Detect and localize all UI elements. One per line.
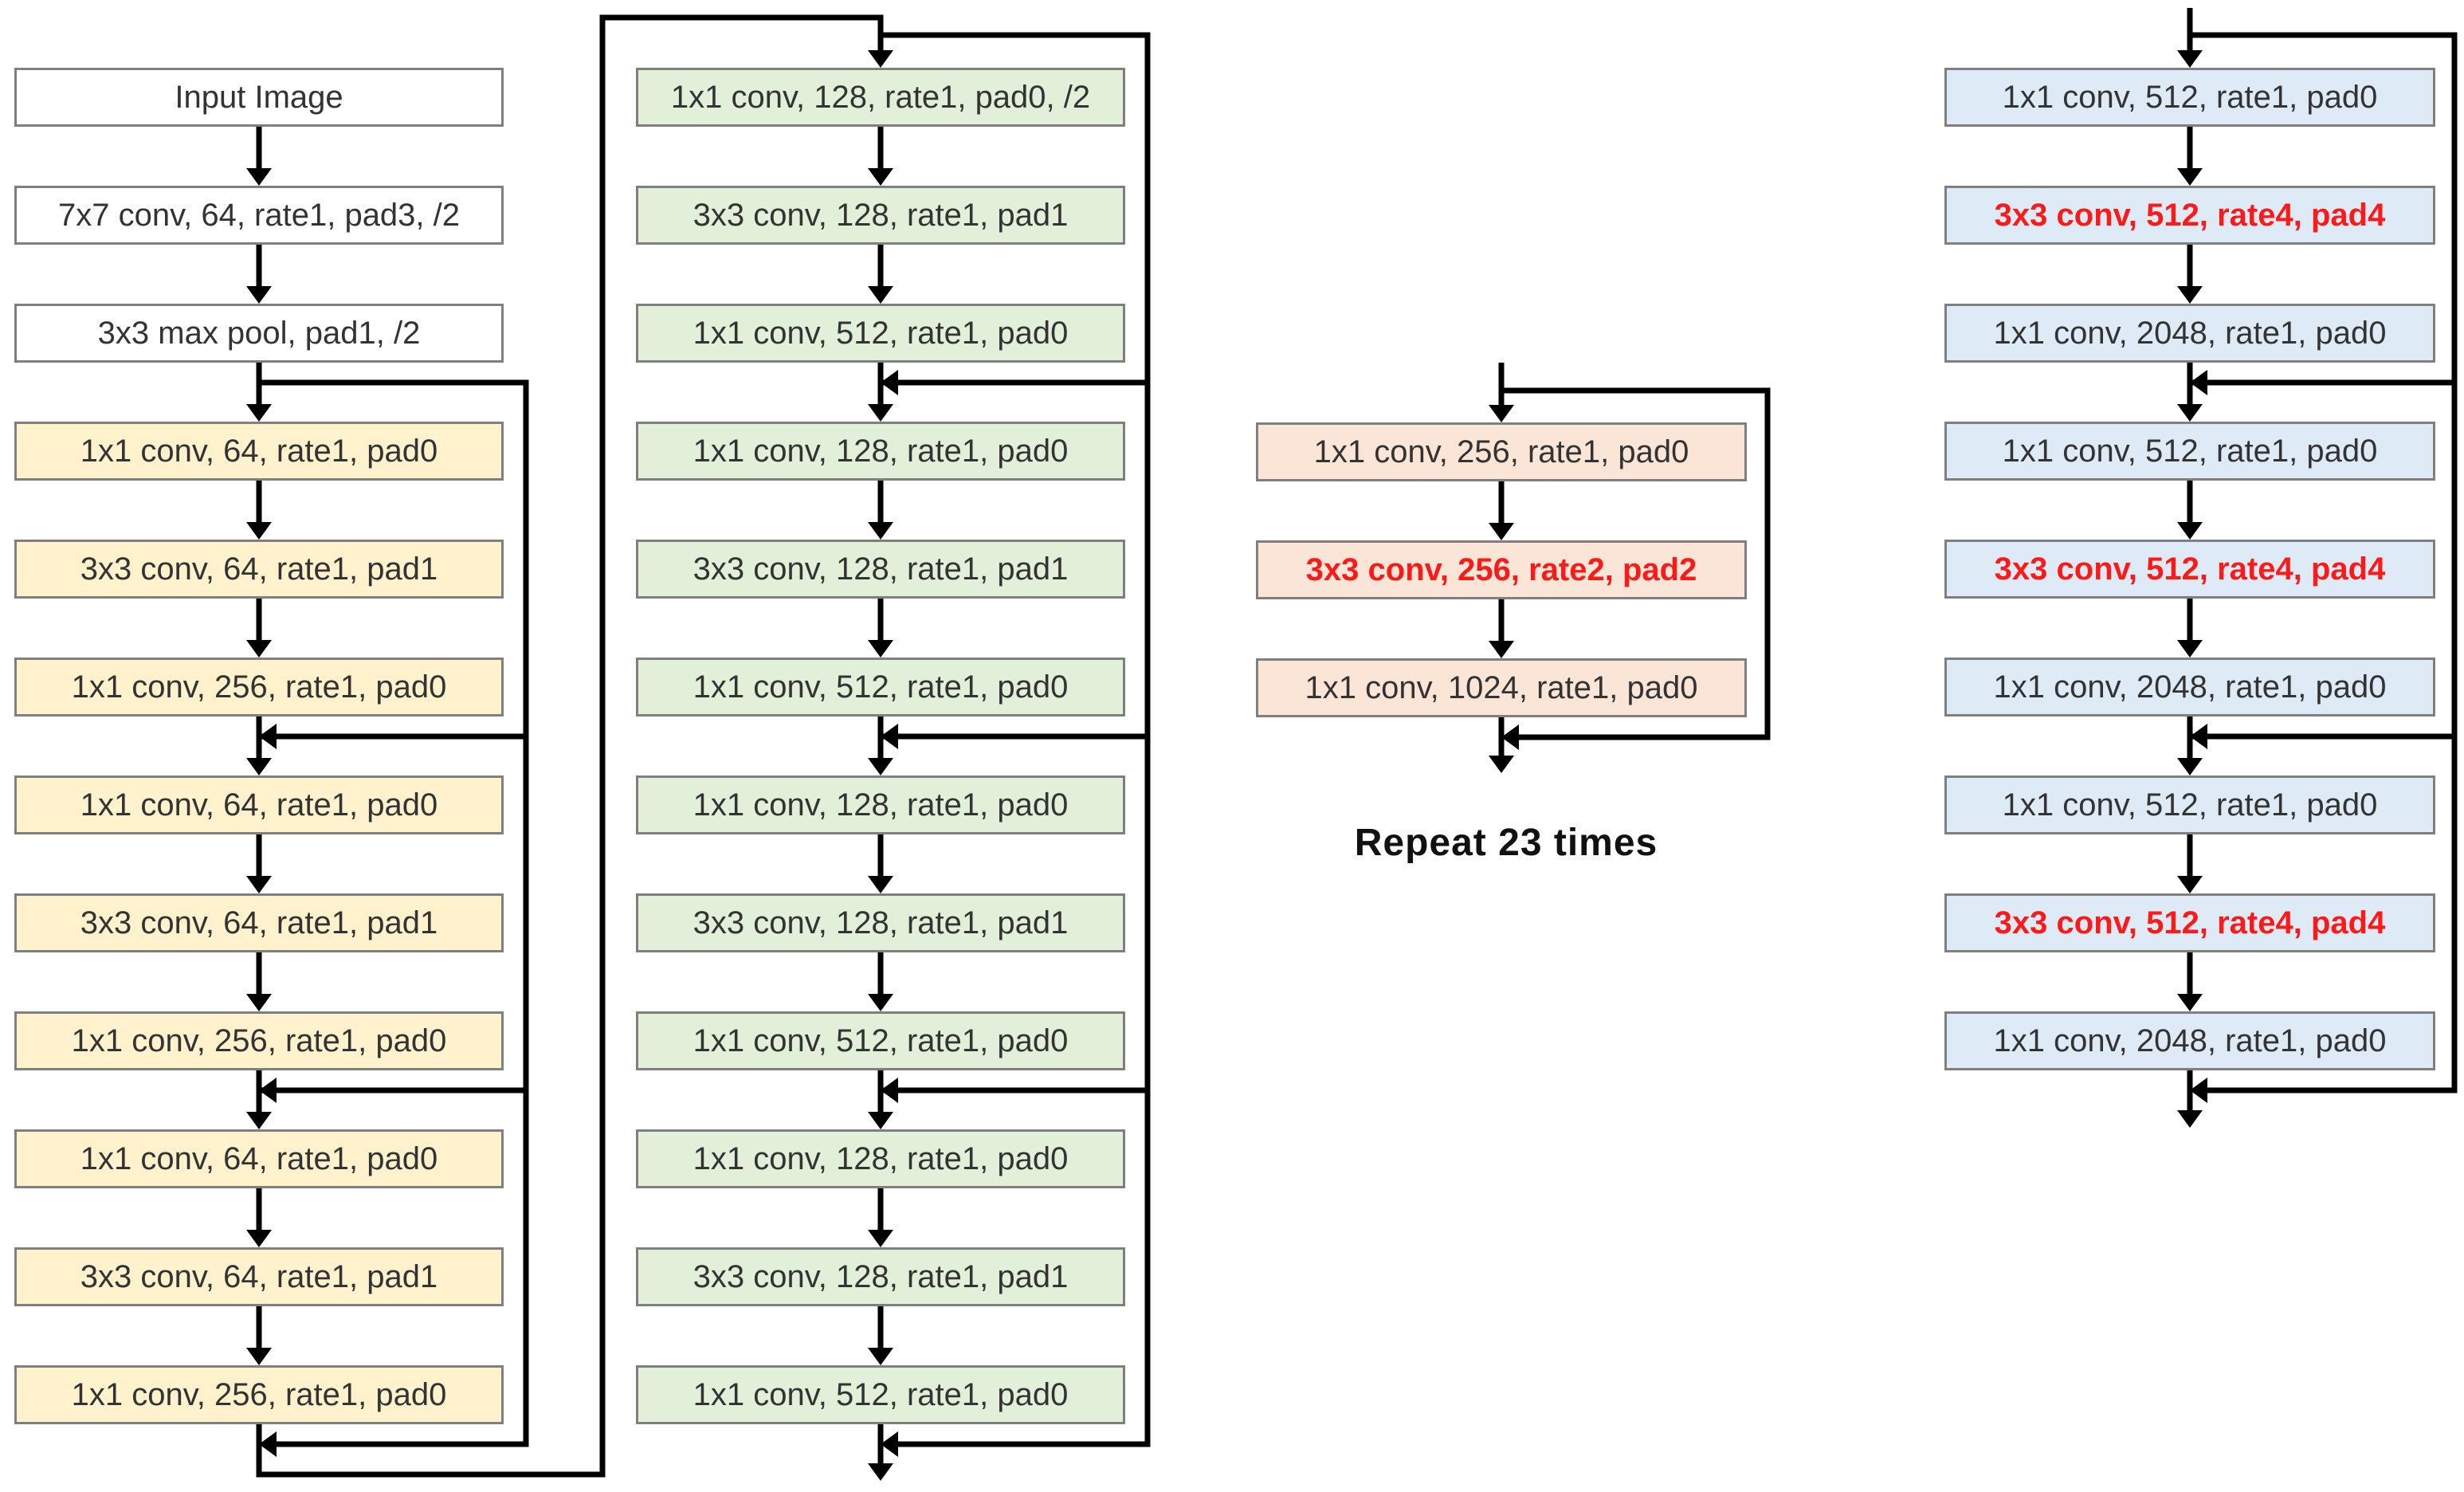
flow-arrow-head	[2177, 404, 2203, 422]
flow-arrow-head	[868, 1230, 893, 1247]
layer-box: 1x1 conv, 128, rate1, pad0	[636, 422, 1125, 481]
skip-connection	[1501, 387, 1771, 740]
flow-arrow-head	[2177, 286, 2203, 304]
layer-box: 1x1 conv, 256, rate1, pad0	[14, 1365, 504, 1424]
flow-arrow-head	[2177, 640, 2203, 658]
flow-arrow-head	[246, 758, 272, 775]
output-arrow-head	[2177, 1110, 2203, 1128]
skip-connection	[259, 1087, 529, 1447]
layer-box: 1x1 conv, 2048, rate1, pad0	[1944, 304, 2435, 363]
layer-box: 3x3 conv, 256, rate2, pad2	[1256, 540, 1747, 599]
flow-arrow-head	[868, 640, 893, 658]
flow-arrow-head	[246, 876, 272, 893]
layer-box: 3x3 conv, 512, rate4, pad4	[1944, 540, 2435, 599]
layer-box: 3x3 conv, 64, rate1, pad1	[14, 1247, 504, 1306]
flow-arrow-head	[2177, 168, 2203, 186]
layer-box: 3x3 conv, 128, rate1, pad1	[636, 1247, 1125, 1306]
layer-box: 1x1 conv, 512, rate1, pad0	[636, 1365, 1125, 1424]
column-connector-head	[868, 50, 893, 68]
flow-arrow-head	[868, 286, 893, 304]
skip-connection	[881, 1087, 1151, 1447]
flow-arrow-head	[2177, 522, 2203, 540]
flow-arrow-head	[246, 994, 272, 1011]
layer-box: 1x1 conv, 2048, rate1, pad0	[1944, 658, 2435, 717]
output-arrow-head	[868, 1463, 893, 1481]
layer-box: 1x1 conv, 128, rate1, pad0, /2	[636, 68, 1125, 127]
layer-box: 3x3 max pool, pad1, /2	[14, 304, 504, 363]
flow-arrow-head	[868, 758, 893, 775]
flow-arrow-head	[246, 404, 272, 422]
flow-arrow-head	[246, 1348, 272, 1365]
input-arrow-head	[1489, 405, 1514, 422]
flow-arrow-head	[868, 522, 893, 540]
flow-arrow-head	[246, 286, 272, 304]
flow-arrow-head	[1489, 523, 1514, 540]
layer-box: 1x1 conv, 512, rate1, pad0	[636, 1011, 1125, 1070]
flow-arrow-head	[246, 168, 272, 186]
layer-box: 1x1 conv, 256, rate1, pad0	[14, 658, 504, 717]
flow-arrow-head	[246, 1112, 272, 1129]
skip-connection	[2190, 733, 2458, 1093]
layer-box: 3x3 conv, 64, rate1, pad1	[14, 540, 504, 599]
skip-connection-head	[881, 1431, 898, 1457]
flow-arrow-head	[868, 1348, 893, 1365]
layer-box: 1x1 conv, 512, rate1, pad0	[1944, 775, 2435, 834]
flow-arrow-head	[868, 404, 893, 422]
layer-box: 1x1 conv, 512, rate1, pad0	[1944, 68, 2435, 127]
flow-arrow-head	[246, 1230, 272, 1247]
flow-arrow-head	[868, 876, 893, 893]
repeat-label: Repeat 23 times	[1354, 822, 1658, 864]
input-arrow-head	[2177, 50, 2203, 68]
output-arrow-head	[1489, 756, 1514, 773]
flow-arrow-head	[2177, 876, 2203, 893]
layer-box: 7x7 conv, 64, rate1, pad3, /2	[14, 186, 504, 245]
layer-box: 1x1 conv, 256, rate1, pad0	[14, 1011, 504, 1070]
layer-box: 1x1 conv, 256, rate1, pad0	[1256, 422, 1747, 481]
layer-box: 1x1 conv, 64, rate1, pad0	[14, 422, 504, 481]
flow-arrow-head	[246, 522, 272, 540]
layer-box: 1x1 conv, 2048, rate1, pad0	[1944, 1011, 2435, 1070]
flow-arrow-head	[868, 168, 893, 186]
layer-box: 1x1 conv, 64, rate1, pad0	[14, 775, 504, 834]
skip-connection-head	[1501, 724, 1519, 750]
layer-box: 3x3 conv, 128, rate1, pad1	[636, 893, 1125, 952]
skip-connection-head	[2190, 1078, 2207, 1103]
flow-arrow-head	[246, 640, 272, 658]
flow-arrow-head	[1489, 641, 1514, 658]
flow-arrow-head	[868, 994, 893, 1011]
layer-box: 1x1 conv, 512, rate1, pad0	[1944, 422, 2435, 481]
column-connector	[256, 14, 884, 1478]
layer-box: 1x1 conv, 1024, rate1, pad0	[1256, 658, 1747, 717]
layer-box: 3x3 conv, 512, rate4, pad4	[1944, 186, 2435, 245]
layer-box: 1x1 conv, 64, rate1, pad0	[14, 1129, 504, 1188]
layer-box: 1x1 conv, 128, rate1, pad0	[636, 775, 1125, 834]
layer-box: 1x1 conv, 512, rate1, pad0	[636, 658, 1125, 717]
layer-box: Input Image	[14, 68, 504, 127]
flow-arrow-head	[2177, 758, 2203, 775]
flow-arrow-head	[868, 1112, 893, 1129]
layer-box: 3x3 conv, 128, rate1, pad1	[636, 186, 1125, 245]
layer-box: 1x1 conv, 128, rate1, pad0	[636, 1129, 1125, 1188]
layer-box: 3x3 conv, 128, rate1, pad1	[636, 540, 1125, 599]
layer-box: 1x1 conv, 512, rate1, pad0	[636, 304, 1125, 363]
flow-arrow-head	[2177, 994, 2203, 1011]
layer-box: 3x3 conv, 512, rate4, pad4	[1944, 893, 2435, 952]
layer-box: 3x3 conv, 64, rate1, pad1	[14, 893, 504, 952]
skip-connection-head	[259, 1431, 277, 1457]
